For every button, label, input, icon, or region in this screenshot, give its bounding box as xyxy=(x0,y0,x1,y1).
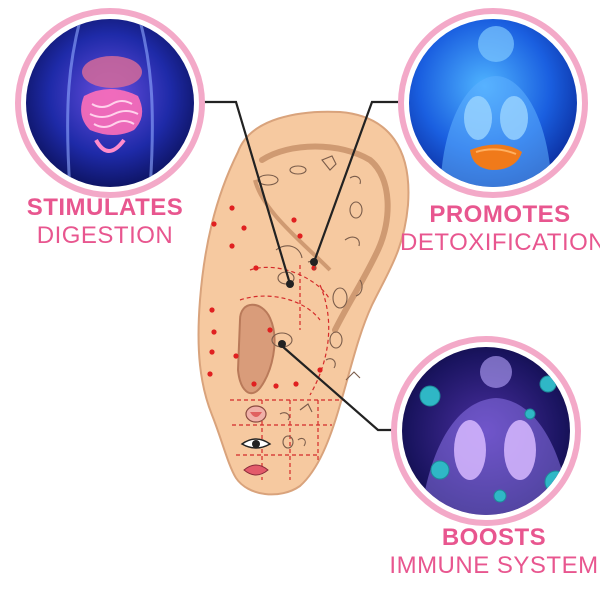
benefit-verb: STIMULATES xyxy=(26,194,184,221)
liver-illustration xyxy=(398,8,588,198)
tongue-icon xyxy=(245,405,267,423)
lungs-virus-illustration xyxy=(391,336,581,526)
digestive-system-illustration xyxy=(15,8,205,198)
benefit-target: DETOXIFICATION xyxy=(400,229,600,256)
benefit-verb: BOOSTS xyxy=(441,524,547,551)
ear-outline xyxy=(197,110,410,496)
benefit-label-detox: PROMOTES DETOXIFICATION xyxy=(400,203,600,255)
benefit-target: IMMUNE SYSTEM xyxy=(389,552,599,579)
benefit-label-digestion: STIMULATES DIGESTION xyxy=(20,196,190,248)
lips-icon xyxy=(243,464,269,476)
ear-concha xyxy=(236,303,276,395)
benefit-label-immune: BOOSTS IMMUNE SYSTEM xyxy=(388,526,600,578)
eye-icon xyxy=(240,438,272,449)
benefit-verb: PROMOTES xyxy=(429,201,571,228)
acupressure-points xyxy=(207,205,323,389)
ear-acupressure-map xyxy=(197,110,410,496)
benefit-target: DIGESTION xyxy=(36,222,174,249)
